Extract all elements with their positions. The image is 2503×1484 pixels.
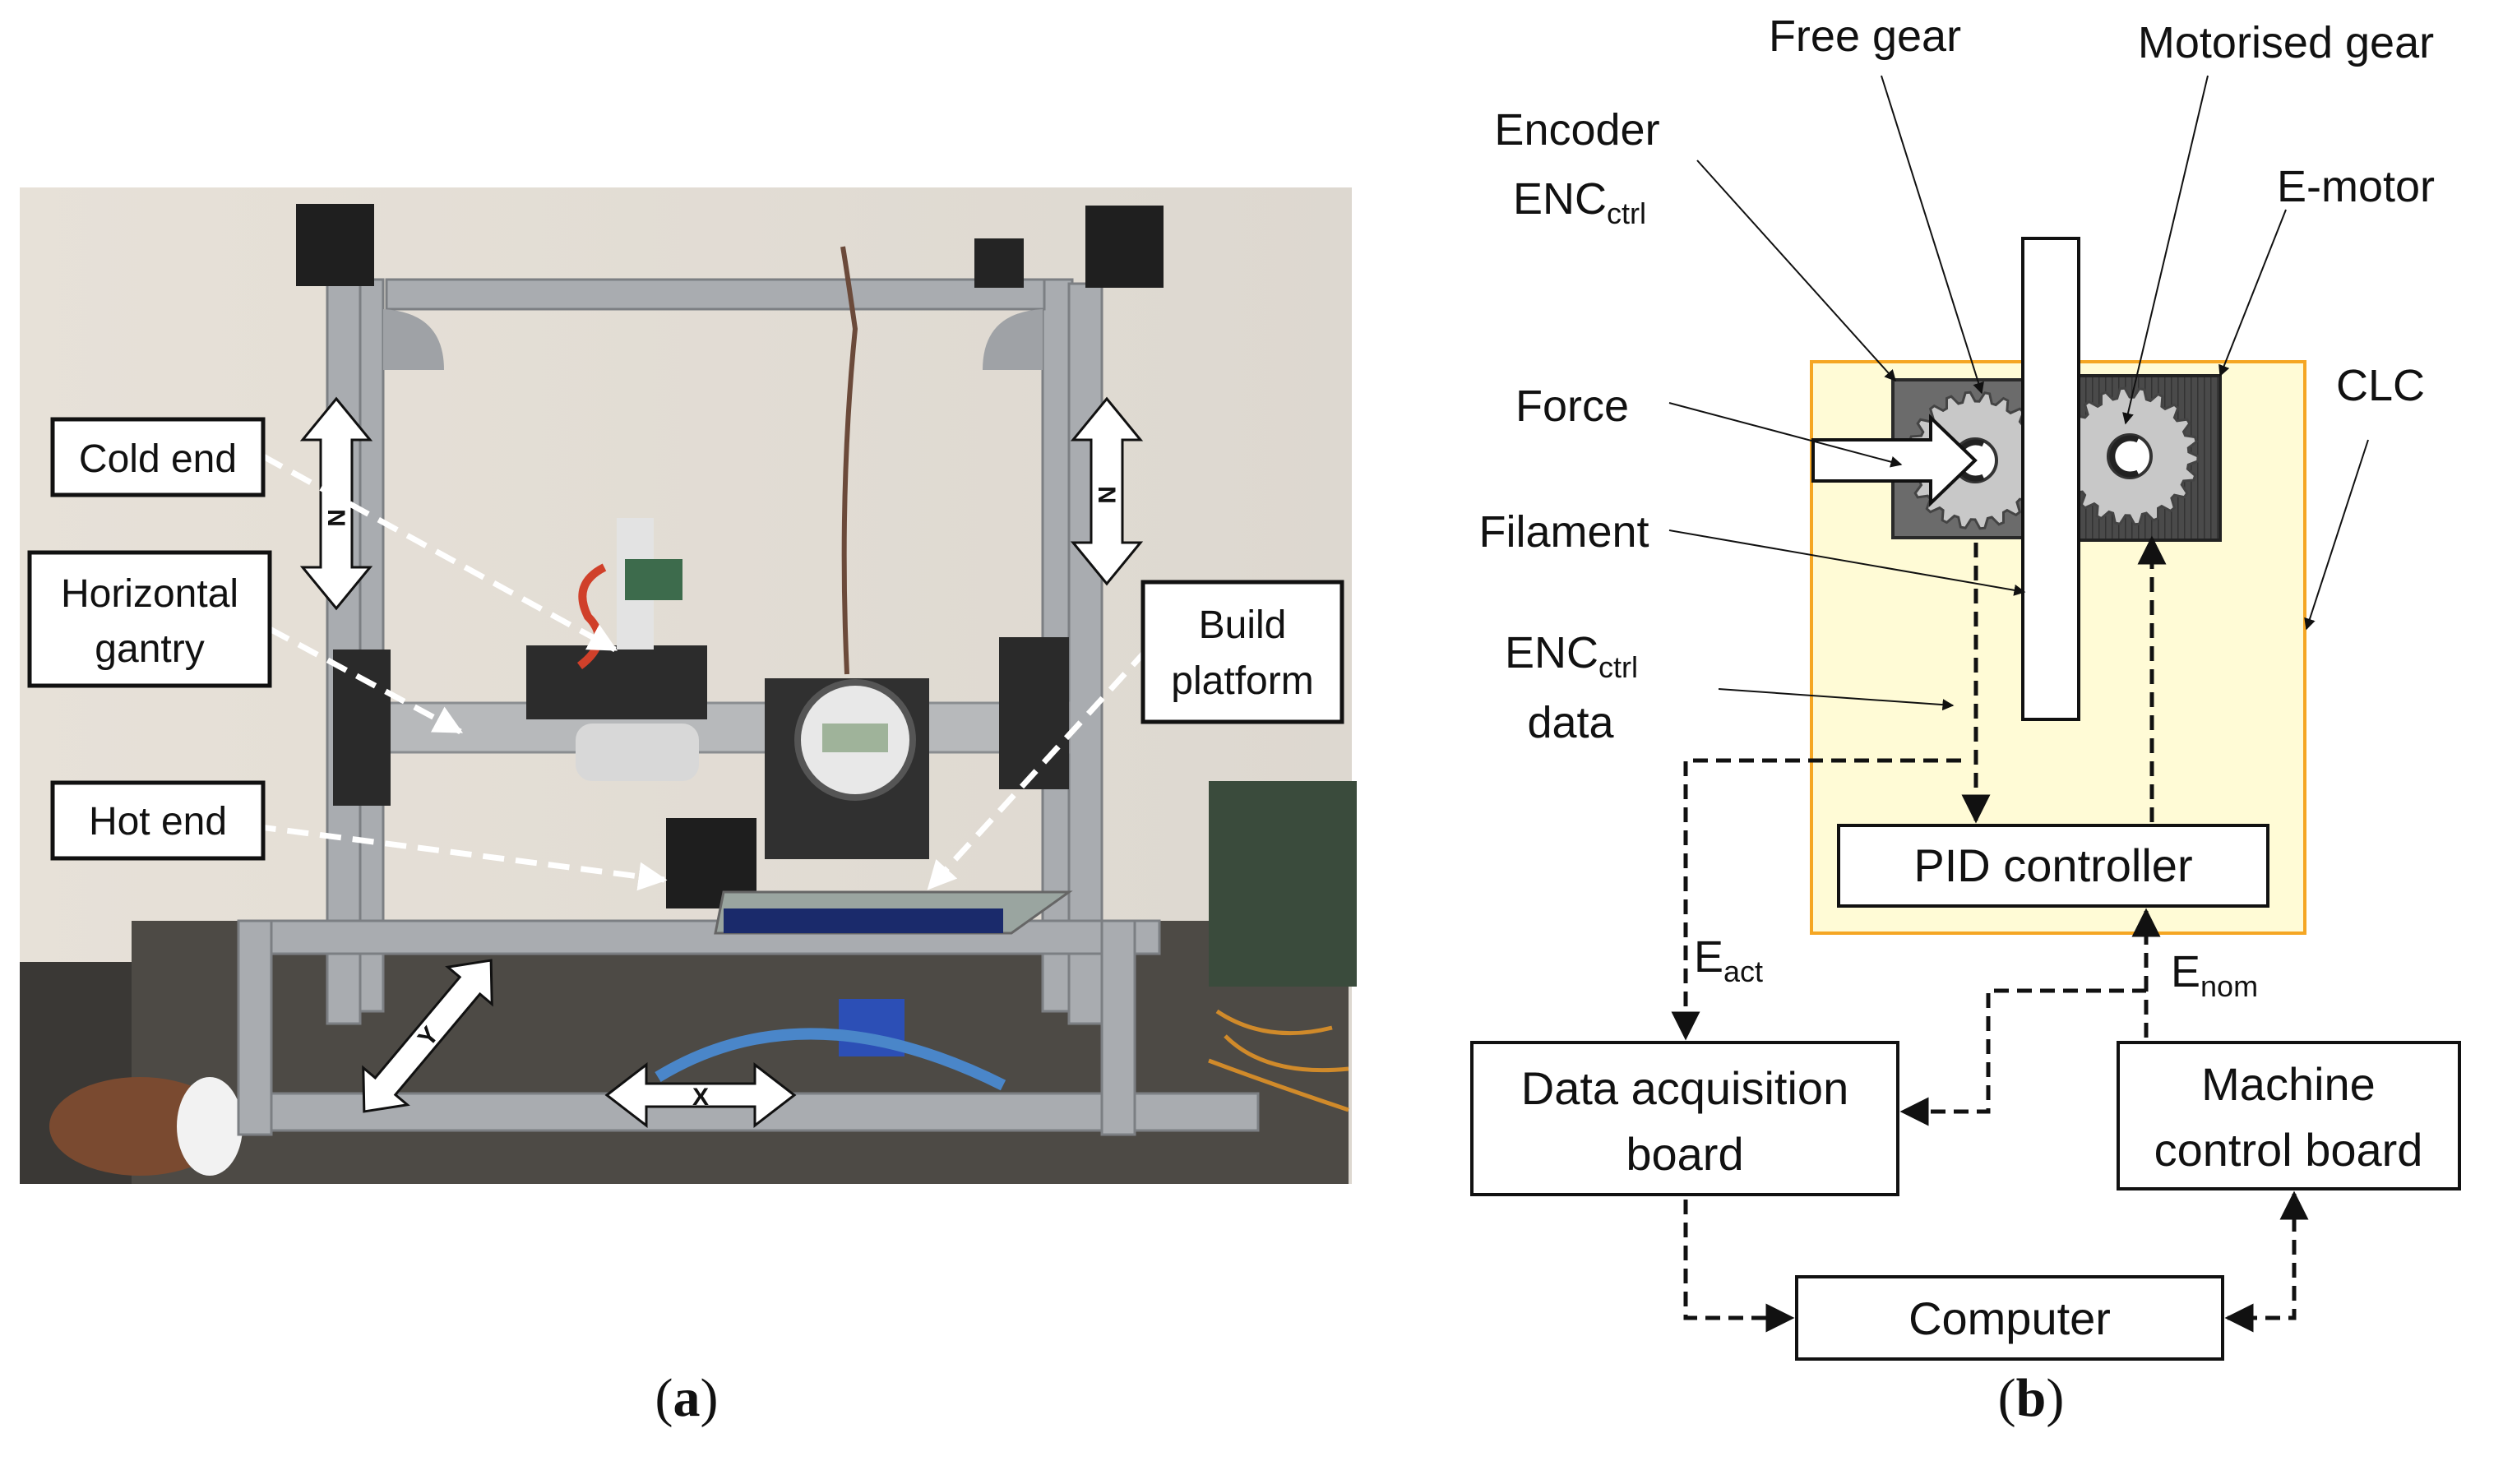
z-axis-arrow-right: N bbox=[1070, 396, 1144, 586]
x-axis-label: X bbox=[692, 1084, 709, 1111]
callout-horizontal-gantry-line1: Horizontal bbox=[61, 572, 238, 616]
build-platform-mount bbox=[724, 908, 1003, 933]
callout-cold-end: Cold end bbox=[50, 417, 266, 497]
dial-gauge-display bbox=[822, 724, 888, 752]
callout-build-platform-line2: platform bbox=[1171, 659, 1313, 703]
cold-end-block bbox=[526, 645, 707, 719]
callout-leaders bbox=[221, 453, 1150, 891]
label-encoder: Encoder bbox=[1494, 105, 1659, 155]
gantry-carriage-left bbox=[333, 650, 391, 806]
stepper-motor-left bbox=[296, 204, 374, 286]
electronics-boards bbox=[1209, 781, 1357, 987]
callout-hot-end-label: Hot end bbox=[89, 800, 227, 844]
x-axis-arrow: X bbox=[604, 1061, 797, 1129]
label-enc-data: ENCctrl bbox=[1505, 628, 1638, 684]
red-cable bbox=[576, 563, 607, 669]
z-axis-label-left: N bbox=[322, 509, 349, 527]
callout-horizontal-gantry-line2: gantry bbox=[95, 627, 204, 671]
daq-label-line1: Data acquisition bbox=[1521, 1062, 1848, 1114]
callout-build-platform-line1: Build bbox=[1199, 603, 1287, 647]
frame-gusset-right bbox=[983, 309, 1043, 370]
panel-b-diagram: PID controller Data acquisition board Ma… bbox=[1470, 12, 2461, 1428]
gear2-bore bbox=[2109, 435, 2140, 478]
computer-box: Computer bbox=[1795, 1275, 2224, 1361]
photo-bench bbox=[132, 921, 1349, 1184]
label-clc: CLC bbox=[2336, 361, 2425, 410]
machine-control-board-box: Machine control board bbox=[2117, 1041, 2461, 1190]
computer-label: Computer bbox=[1908, 1292, 2111, 1344]
pid-controller-box: PID controller bbox=[1837, 824, 2269, 908]
daq-label-line2: board bbox=[1626, 1128, 1743, 1180]
mcb-label-line2: control board bbox=[2154, 1124, 2423, 1176]
label-e-act: Eact bbox=[1694, 932, 1763, 988]
z-axis-arrow-left: N bbox=[299, 396, 373, 611]
encoder-board bbox=[625, 559, 682, 600]
data-acquisition-board-box: Data acquisition board bbox=[1470, 1041, 1899, 1196]
gantry-carriage-right bbox=[999, 637, 1069, 789]
callout-horizontal-gantry: Horizontal gantry bbox=[27, 550, 272, 688]
frame-gusset-left bbox=[383, 309, 444, 370]
stepper-motor-right bbox=[1085, 206, 1164, 288]
panel-a-photo: N N Y X Cold end Horizont bbox=[20, 187, 1357, 1428]
caption-a: (a) bbox=[655, 1368, 719, 1428]
callout-hot-end: Hot end bbox=[50, 780, 266, 861]
wire-up bbox=[840, 246, 858, 675]
label-filament: Filament bbox=[1478, 507, 1649, 557]
z-axis-label-right: N bbox=[1093, 486, 1120, 504]
mcb-label-line1: Machine bbox=[2201, 1058, 2376, 1110]
wire-bundle bbox=[1208, 1009, 1349, 1112]
gantry-foil-bundle bbox=[576, 724, 699, 781]
gantry-bar bbox=[352, 701, 1071, 754]
label-e-nom: Enom bbox=[2171, 947, 2258, 1003]
callout-cold-end-label: Cold end bbox=[79, 437, 237, 481]
label-leaders bbox=[1668, 75, 2369, 711]
pid-controller-label: PID controller bbox=[1913, 839, 2192, 891]
label-force: Force bbox=[1515, 381, 1629, 431]
label-free-gear: Free gear bbox=[1769, 12, 1961, 61]
label-enc-data-word: data bbox=[1527, 698, 1614, 747]
signal-lines bbox=[1671, 535, 2309, 1333]
motorised-gear bbox=[2060, 386, 2200, 526]
caption-b: (b) bbox=[1998, 1368, 2065, 1428]
filament-bar bbox=[2021, 237, 2080, 721]
label-motorised-gear: Motorised gear bbox=[2138, 18, 2434, 67]
label-e-motor: E-motor bbox=[2277, 162, 2435, 211]
stepper-motor-small bbox=[974, 238, 1024, 288]
blue-ribbon-cable bbox=[655, 1028, 1006, 1091]
photo-cylinder-cap bbox=[177, 1077, 243, 1176]
callout-build-platform: Build platform bbox=[1140, 580, 1344, 724]
label-enc-ctrl: ENCctrl bbox=[1513, 174, 1646, 230]
